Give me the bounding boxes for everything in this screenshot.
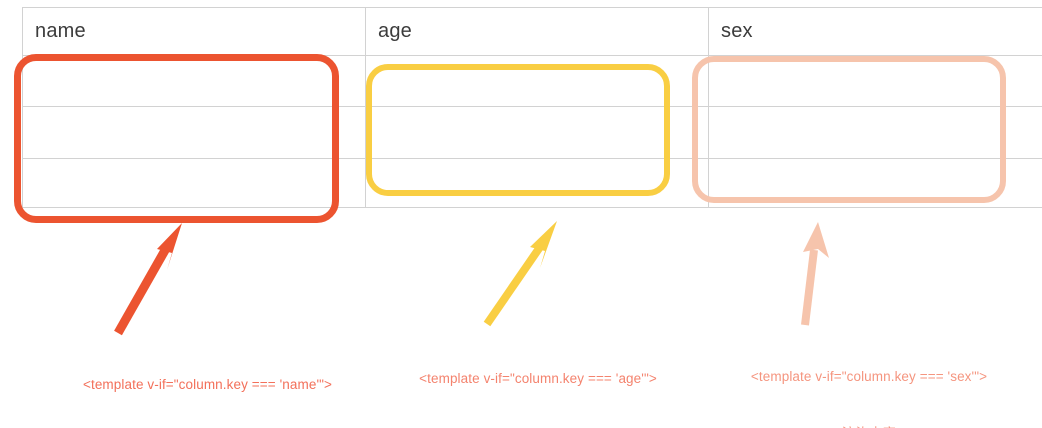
table-cell-sex: [708, 106, 1042, 159]
data-table: name age sex: [22, 7, 1042, 209]
annotation-line-body: 渲染内容: [712, 424, 1026, 428]
arrow-age: [483, 221, 557, 327]
column-header-sex[interactable]: sex: [708, 7, 1042, 56]
annotation-caption-age: <template v-if="column.key === 'age'"> 渲…: [378, 331, 698, 428]
table-header: name age sex: [22, 7, 1042, 56]
table-cell-name: [22, 54, 366, 108]
column-header-age[interactable]: age: [365, 7, 709, 56]
table-cell-age: [365, 106, 709, 159]
table-row: [22, 157, 1042, 209]
arrow-sex: [801, 222, 829, 326]
table-cell-name: [22, 106, 366, 159]
annotation-line-open: <template v-if="column.key === 'age'">: [419, 371, 657, 386]
annotation-caption-sex: <template v-if="column.key === 'sex'"> 渲…: [712, 329, 1026, 428]
table-cell-sex: [708, 157, 1042, 209]
column-header-name[interactable]: name: [22, 7, 366, 56]
table-body: [22, 54, 1042, 209]
table-row: [22, 106, 1042, 159]
table-header-row: name age sex: [22, 7, 1042, 56]
annotation-caption-name: <template v-if="column.key === 'name'"> …: [30, 337, 385, 428]
table-cell-age: [365, 157, 709, 209]
table-cell-sex: [708, 54, 1042, 108]
table-cell-name: [22, 157, 366, 209]
annotation-line-open: <template v-if="column.key === 'sex'">: [750, 369, 988, 384]
table-cell-age: [365, 54, 709, 108]
table-row: [22, 54, 1042, 108]
annotation-line-open: <template v-if="column.key === 'name'">: [82, 377, 332, 392]
arrow-name: [114, 223, 182, 336]
